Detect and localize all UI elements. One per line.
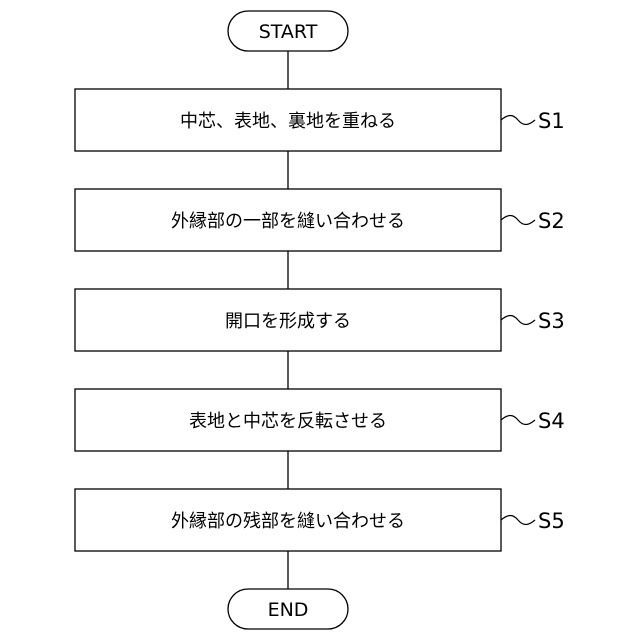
step-s4-leader	[501, 416, 535, 425]
step-s2-id: S2	[538, 209, 565, 233]
step-s4: 表地と中芯を反転させる S4	[75, 389, 565, 451]
step-s1: 中芯、表地、裏地を重ねる S1	[75, 89, 565, 151]
step-s1-leader	[501, 116, 535, 125]
step-s2-text: 外縁部の一部を縫い合わせる	[171, 211, 405, 232]
step-s5: 外縁部の残部を縫い合わせる S5	[75, 489, 565, 551]
end-terminal: END	[228, 589, 348, 629]
end-label: END	[268, 599, 309, 621]
step-s5-text: 外縁部の残部を縫い合わせる	[171, 511, 405, 532]
step-s1-text: 中芯、表地、裏地を重ねる	[180, 111, 396, 132]
step-s4-text: 表地と中芯を反転させる	[189, 411, 387, 432]
step-s2: 外縁部の一部を縫い合わせる S2	[75, 189, 565, 251]
step-s4-id: S4	[538, 409, 565, 433]
step-s5-leader	[501, 516, 535, 525]
step-s1-id: S1	[538, 109, 565, 133]
step-s3: 開口を形成する S3	[75, 289, 565, 351]
step-s3-id: S3	[538, 309, 565, 333]
start-terminal: START	[228, 11, 348, 51]
step-s3-text: 開口を形成する	[225, 311, 351, 332]
step-s2-leader	[501, 216, 535, 225]
start-label: START	[259, 21, 318, 43]
step-s5-id: S5	[538, 509, 565, 533]
step-s3-leader	[501, 316, 535, 325]
